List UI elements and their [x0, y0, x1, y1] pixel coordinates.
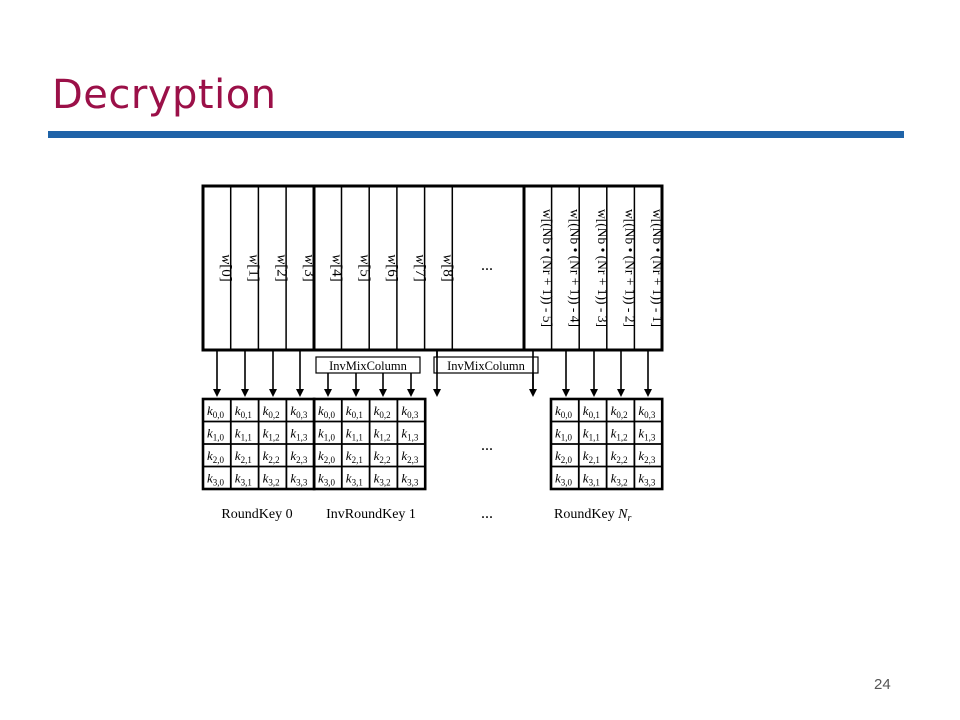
- key-cell: k0,1: [235, 403, 252, 420]
- key-cell: k2,2: [611, 448, 628, 465]
- word-label: w[7]: [412, 254, 428, 282]
- key-cell: k3,3: [638, 471, 656, 488]
- key-cell: k2,3: [290, 448, 308, 465]
- key-cell: k0,0: [555, 403, 573, 420]
- word-label: w[1]: [246, 254, 262, 282]
- inv-mix-column-label: InvMixColumn: [329, 359, 408, 373]
- key-cell: k3,1: [583, 471, 600, 488]
- key-cell: k2,1: [346, 448, 363, 465]
- tail-word-label: w[(Nb • (Nr + 1)) - 3]: [595, 209, 610, 327]
- key-cell: k1,1: [235, 426, 252, 443]
- key-cell: k2,0: [318, 448, 336, 465]
- tail-word-label: w[(Nb • (Nr + 1)) - 1]: [650, 209, 665, 327]
- key-cell: k2,3: [638, 448, 656, 465]
- key-cell: k2,3: [401, 448, 419, 465]
- key-cell: k3,0: [318, 471, 336, 488]
- key-cell: k1,0: [555, 426, 573, 443]
- round-key-label: InvRoundKey 1: [326, 507, 416, 522]
- inv-mix-column-label: InvMixColumn: [447, 359, 526, 373]
- round-key-label: RoundKey Nr: [554, 507, 632, 524]
- tail-word-label: w[(Nb • (Nr + 1)) - 2]: [623, 209, 638, 327]
- key-cell: k1,1: [346, 426, 363, 443]
- word-label: w[5]: [356, 254, 372, 282]
- inv-mix-column-box: [433, 356, 539, 374]
- key-cell: k0,2: [374, 403, 391, 420]
- matrix-ellipsis: ...: [481, 437, 493, 454]
- key-cell: k1,3: [290, 426, 308, 443]
- key-cell: k2,0: [207, 448, 225, 465]
- key-cell: k3,0: [555, 471, 573, 488]
- title-divider: [48, 131, 904, 138]
- word-ellipsis: ...: [481, 257, 493, 274]
- key-cell: k1,0: [318, 426, 336, 443]
- key-cell: k0,3: [290, 403, 308, 420]
- word-label: w[2]: [273, 254, 289, 282]
- key-cell: k0,1: [346, 403, 363, 420]
- tail-word-label: w[(Nb • (Nr + 1)) - 4]: [567, 209, 582, 327]
- page-number: 24: [874, 676, 891, 693]
- word-label: w[8]: [439, 254, 455, 282]
- key-cell: k2,1: [583, 448, 600, 465]
- key-cell: k3,2: [611, 471, 628, 488]
- key-cell: k3,2: [374, 471, 391, 488]
- key-cell: k2,2: [263, 448, 280, 465]
- word-group-frame: [522, 184, 664, 352]
- key-cell: k0,3: [638, 403, 656, 420]
- key-cell: k3,1: [235, 471, 252, 488]
- key-cell: k1,3: [638, 426, 656, 443]
- key-cell: k2,0: [555, 448, 573, 465]
- key-cell: k3,2: [263, 471, 280, 488]
- word-label: w[3]: [301, 254, 317, 282]
- key-cell: k1,0: [207, 426, 225, 443]
- key-cell: k3,1: [346, 471, 363, 488]
- label-ellipsis: ...: [481, 505, 493, 522]
- key-cell: k2,2: [374, 448, 391, 465]
- key-cell: k1,2: [374, 426, 391, 443]
- key-cell: k3,3: [290, 471, 308, 488]
- key-cell: k0,0: [318, 403, 336, 420]
- tail-word-label: w[(Nb • (Nr + 1)) - 5]: [540, 209, 555, 327]
- word-label: w[0]: [218, 254, 234, 282]
- word-label: w[6]: [384, 254, 400, 282]
- key-cell: k3,3: [401, 471, 419, 488]
- key-cell: k1,1: [583, 426, 600, 443]
- key-cell: k0,1: [583, 403, 600, 420]
- key-cell: k0,0: [207, 403, 225, 420]
- key-cell: k1,3: [401, 426, 419, 443]
- key-cell: k0,2: [611, 403, 628, 420]
- word-label: w[4]: [329, 254, 345, 282]
- key-cell: k1,2: [263, 426, 280, 443]
- slide-title: Decryption: [52, 72, 277, 118]
- key-cell: k0,2: [263, 403, 280, 420]
- inv-mix-column-box: [315, 356, 421, 374]
- key-cell: k0,3: [401, 403, 419, 420]
- key-cell: k3,0: [207, 471, 225, 488]
- key-cell: k1,2: [611, 426, 628, 443]
- round-key-label: RoundKey 0: [221, 507, 292, 522]
- key-cell: k2,1: [235, 448, 252, 465]
